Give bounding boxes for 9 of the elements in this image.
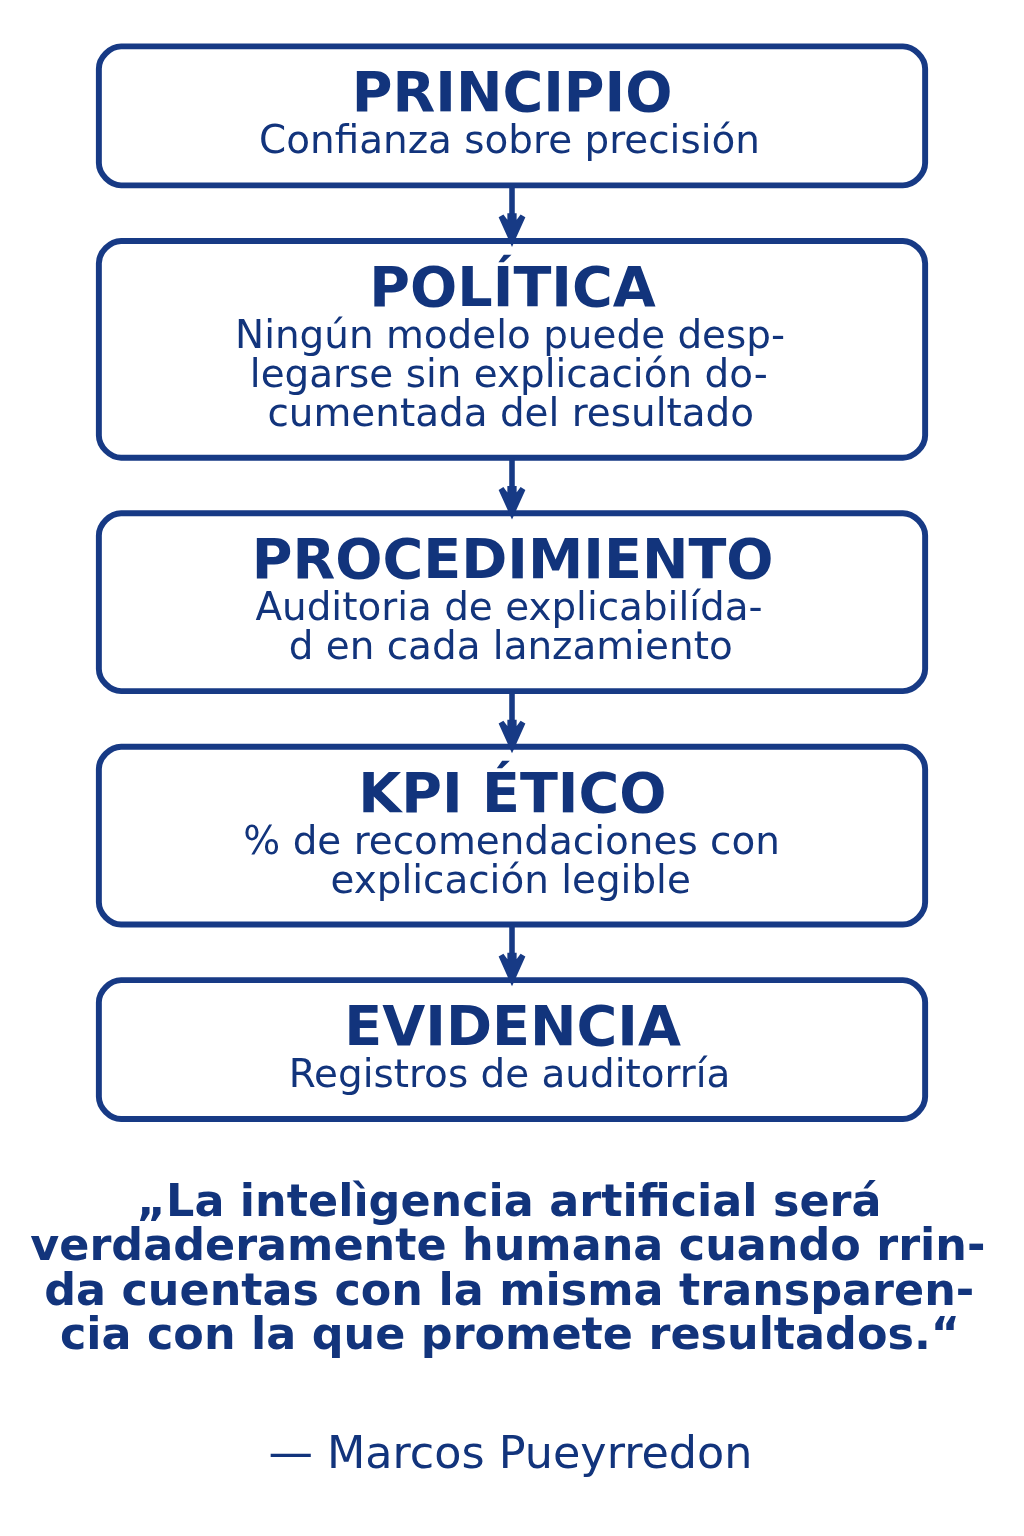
arrow	[498, 924, 526, 983]
node-box: POLÍTICA Ningún modelo puede desp- legarse sin explicación do- cumentada del resultado	[95, 237, 929, 461]
arrow	[498, 691, 526, 750]
node-box: EVIDENCIA Registros de auditorría	[95, 977, 929, 1123]
label: „La intelìgencia artificial será verdaderamente humana cuando rrin- da cuentas con la misma transparen- cia con la que promete resultados.“	[30, 1174, 986, 1360]
node-box: PRINCIPIO Confianza sobre precisión	[95, 43, 929, 189]
node-box: PROCEDIMIENTO Auditoria de explicabilída- d en cada lanzamiento	[95, 510, 929, 695]
node-box: KPI ÉTICO % de recomendaciones con explicación legible	[95, 743, 929, 928]
label: — Marcos Pueyrredon	[268, 1426, 753, 1478]
